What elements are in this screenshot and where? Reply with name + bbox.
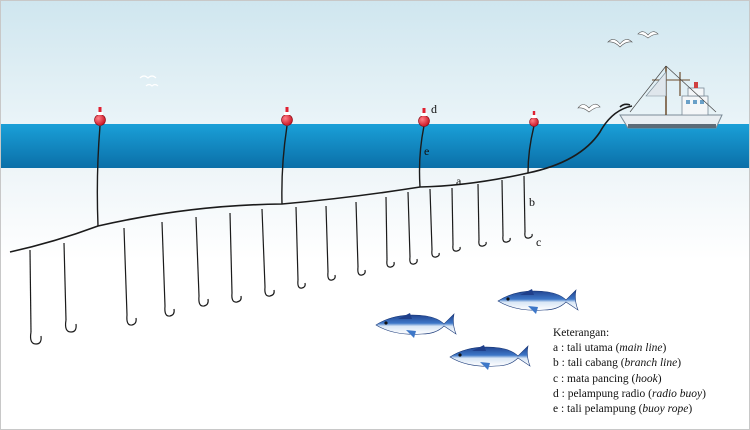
legend-item: b : tali cabang (branch line) [553,357,682,370]
label-a: a [456,174,462,188]
branch-lines [29,175,526,333]
legend-title: Keterangan: [553,327,610,339]
hook-icon [29,231,533,345]
legend-item: e : tali pelampung (buoy rope) [553,403,693,416]
label-e: e [424,144,429,158]
buoy-icon [418,108,430,127]
seagull-icon [139,75,159,87]
tuna-fish-icon [375,313,457,338]
legend: Keterangan: a : tali utama (main line) b… [553,326,706,417]
buoy-icon [94,107,106,126]
legend-item: d : pelampung radio (radio buoy) [553,387,707,400]
tuna-fish-icon [449,345,531,370]
buoy-icon [281,107,293,126]
fishing-boat-icon [619,65,723,129]
legend-item: a : tali utama (main line) [553,342,667,355]
buoy-ropes [96,125,535,227]
label-b: b [529,195,535,209]
buoy-icon [529,111,539,127]
label-d: d [431,102,437,116]
label-c: c [536,235,541,249]
underwater [0,168,750,430]
seagull-icon [577,31,659,113]
sea-surface [0,124,750,168]
sky [0,0,750,124]
tuna-fish-icon [497,289,579,314]
legend-item: c : mata pancing (hook) [553,372,662,385]
